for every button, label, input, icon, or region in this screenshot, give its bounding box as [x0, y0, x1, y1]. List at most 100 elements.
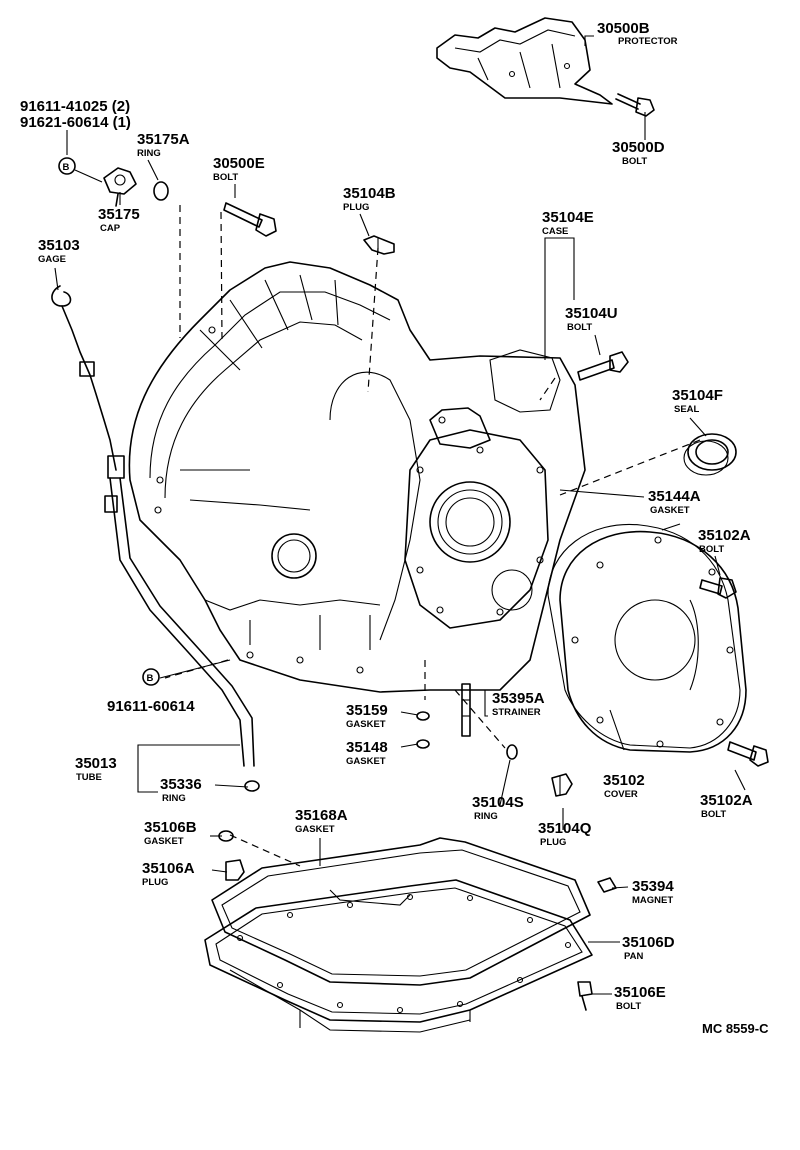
- tube-35013: [104, 477, 255, 767]
- svg-text:GASKET: GASKET: [650, 505, 690, 516]
- svg-text:35104U: 35104U: [565, 305, 618, 322]
- svg-text:35102A: 35102A: [700, 792, 753, 809]
- gage-35103: [51, 285, 125, 479]
- ring-35336: [244, 780, 260, 792]
- svg-text:35104B: 35104B: [343, 185, 396, 202]
- cap-35175: [103, 167, 137, 207]
- callout-35102[interactable]: 35102 COVER: [603, 772, 645, 800]
- svg-text:GASKET: GASKET: [144, 836, 184, 847]
- callout-35144A[interactable]: 35144A GASKET: [648, 488, 701, 516]
- callout-91611-41025[interactable]: 91611-41025 (2): [20, 98, 130, 115]
- protector-30500b: [436, 17, 613, 105]
- leader-lines: [54, 35, 746, 995]
- callout-35103[interactable]: 35103 GAGE: [38, 237, 80, 265]
- bolt-35106e: [577, 981, 593, 1011]
- svg-text:35106E: 35106E: [614, 984, 666, 1001]
- ring-35104s: [506, 744, 518, 760]
- svg-text:RING: RING: [474, 811, 498, 822]
- callout-35102A-bottom[interactable]: 35102A BOLT: [700, 792, 753, 820]
- svg-text:TUBE: TUBE: [76, 772, 102, 783]
- svg-text:35104S: 35104S: [472, 794, 524, 811]
- callout-35104U[interactable]: 35104U BOLT: [565, 305, 618, 333]
- svg-text:35159: 35159: [346, 702, 388, 719]
- callout-35336[interactable]: 35336 RING: [160, 776, 202, 804]
- svg-text:PLUG: PLUG: [142, 877, 168, 888]
- svg-text:BOLT: BOLT: [567, 322, 592, 333]
- svg-text:35106D: 35106D: [622, 934, 675, 951]
- svg-text:35336: 35336: [160, 776, 202, 793]
- callout-30500B[interactable]: 30500B PROTECTOR: [597, 20, 678, 47]
- svg-text:B: B: [63, 162, 70, 173]
- svg-text:35103: 35103: [38, 237, 80, 254]
- magnet-35394: [597, 877, 617, 893]
- svg-text:SEAL: SEAL: [674, 404, 700, 415]
- bolt-35104u: [577, 351, 629, 381]
- callout-35106D[interactable]: 35106D PAN: [622, 934, 675, 962]
- bolt-30500e: [223, 202, 277, 237]
- svg-text:GASKET: GASKET: [346, 719, 386, 730]
- svg-text:BOLT: BOLT: [699, 544, 724, 555]
- svg-text:35168A: 35168A: [295, 807, 348, 824]
- callout-35175[interactable]: 35175 CAP: [98, 206, 140, 234]
- callout-35104E[interactable]: 35104E CASE: [542, 209, 594, 237]
- callout-91621-60614[interactable]: 91621-60614 (1): [20, 114, 131, 131]
- bolt-35102a-top: [699, 577, 737, 599]
- svg-text:COVER: COVER: [604, 789, 638, 800]
- svg-text:GASKET: GASKET: [346, 756, 386, 767]
- plug-35104b: [363, 235, 395, 255]
- svg-text:35106B: 35106B: [144, 819, 197, 836]
- callout-35104Q[interactable]: 35104Q PLUG: [538, 820, 592, 848]
- svg-text:RING: RING: [162, 793, 186, 804]
- oil-pan-35106d: [204, 879, 593, 1033]
- callout-35106B[interactable]: 35106B GASKET: [144, 819, 197, 847]
- svg-text:PAN: PAN: [624, 951, 643, 962]
- callout-35168A[interactable]: 35168A GASKET: [295, 807, 348, 835]
- callout-30500E[interactable]: 30500E BOLT: [213, 155, 265, 183]
- callout-35104S[interactable]: 35104S RING: [472, 794, 524, 822]
- svg-text:30500B: 30500B: [597, 20, 650, 37]
- gasket-35159: [416, 711, 430, 721]
- svg-text:BOLT: BOLT: [622, 156, 647, 167]
- svg-text:35148: 35148: [346, 739, 388, 756]
- svg-text:35144A: 35144A: [648, 488, 701, 505]
- callout-35102A-top[interactable]: 35102A BOLT: [698, 527, 751, 555]
- svg-text:91611-60614: 91611-60614: [107, 698, 195, 715]
- assembly-dashed-lines: [164, 205, 701, 867]
- callout-35106E[interactable]: 35106E BOLT: [614, 984, 666, 1012]
- svg-text:CASE: CASE: [542, 226, 568, 237]
- svg-text:35395A: 35395A: [492, 690, 545, 707]
- strainer-35395a: [461, 683, 471, 737]
- b-marker-top: B: [58, 157, 76, 175]
- callout-35013[interactable]: 35013 TUBE: [75, 755, 117, 783]
- svg-text:PROTECTOR: PROTECTOR: [618, 36, 678, 47]
- svg-text:35102A: 35102A: [698, 527, 751, 544]
- svg-text:30500E: 30500E: [213, 155, 265, 172]
- callout-30500D[interactable]: 30500D BOLT: [612, 139, 665, 167]
- svg-text:BOLT: BOLT: [701, 809, 726, 820]
- svg-text:35102: 35102: [603, 772, 645, 789]
- cover-35102: [559, 530, 747, 753]
- callout-35395A[interactable]: 35395A STRAINER: [492, 690, 545, 718]
- callout-35148[interactable]: 35148 GASKET: [346, 739, 388, 767]
- svg-text:CAP: CAP: [100, 223, 121, 234]
- callout-35394[interactable]: 35394 MAGNET: [632, 878, 674, 906]
- bolt-35102a-bottom: [727, 741, 769, 767]
- svg-text:GASKET: GASKET: [295, 824, 335, 835]
- svg-text:35104Q: 35104Q: [538, 820, 592, 837]
- callout-35106A[interactable]: 35106A PLUG: [142, 860, 195, 888]
- svg-text:GAGE: GAGE: [38, 254, 66, 265]
- callout-35104F[interactable]: 35104F SEAL: [672, 387, 723, 415]
- svg-text:RING: RING: [137, 148, 161, 159]
- seal-35104f: [683, 433, 737, 476]
- svg-text:30500D: 30500D: [612, 139, 665, 156]
- svg-text:35013: 35013: [75, 755, 117, 772]
- diagram-code: MC 8559-C: [702, 1021, 769, 1036]
- callout-91611-60614[interactable]: 91611-60614: [107, 698, 195, 715]
- callout-35175A[interactable]: 35175A RING: [137, 131, 190, 159]
- callout-35159[interactable]: 35159 GASKET: [346, 702, 388, 730]
- bolt-30500d: [615, 93, 655, 117]
- svg-text:PLUG: PLUG: [540, 837, 566, 848]
- callout-35104B[interactable]: 35104B PLUG: [343, 185, 396, 213]
- plug-35104q: [551, 773, 573, 797]
- svg-text:35175: 35175: [98, 206, 140, 223]
